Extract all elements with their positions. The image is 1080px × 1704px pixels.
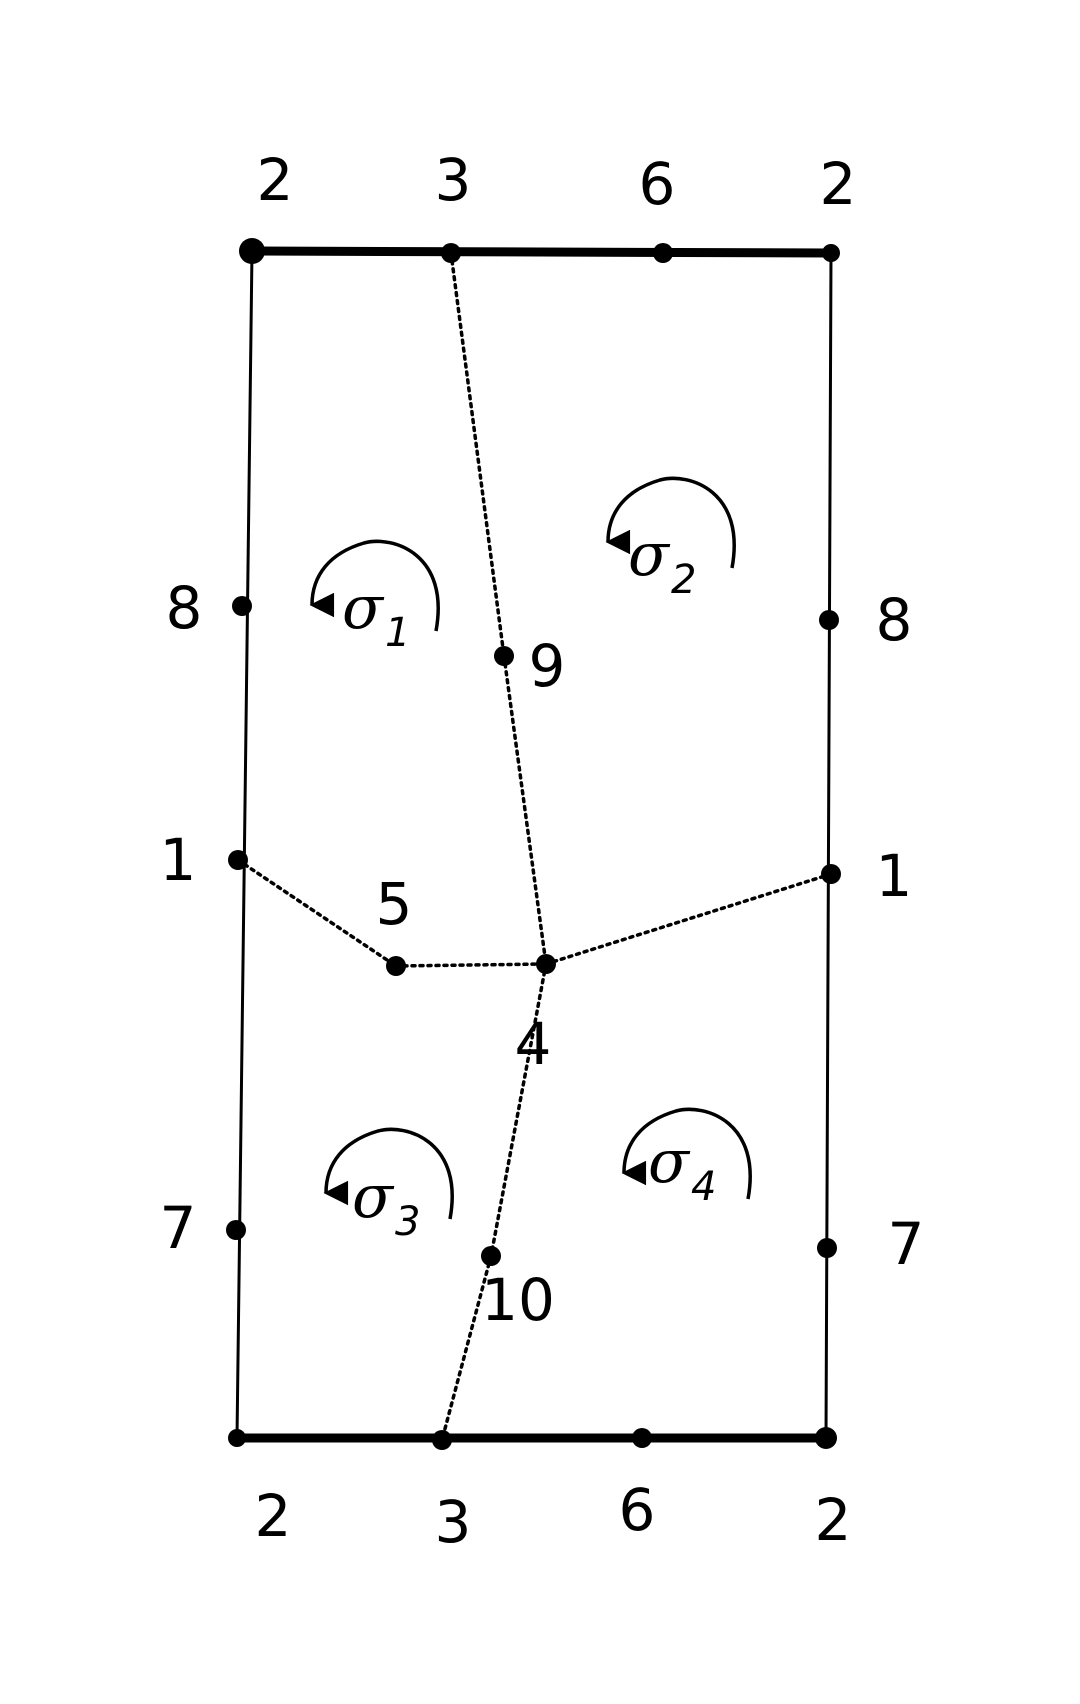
vertex-dot-v8_l — [232, 596, 252, 616]
rotation-subscript: 1 — [385, 610, 410, 656]
vertex-dot-v6_b — [632, 1428, 652, 1448]
vertex-dot-v5 — [386, 956, 406, 976]
edge-v1_l-v5 — [236, 858, 398, 968]
vertex-dot-v7_l — [226, 1220, 246, 1240]
rotation-sigma-1: σ1 — [309, 539, 440, 656]
vertex-label-v2_tr: 2 — [820, 150, 857, 218]
edge-v4-v1_r — [544, 872, 833, 966]
vertex-dot-v2_bl — [228, 1429, 246, 1447]
rotation-arrow-icon — [621, 1107, 752, 1200]
vertex-dot-v3_t — [441, 243, 461, 263]
vertex-dot-v4 — [536, 954, 556, 974]
vertex-dot-v1_l — [228, 850, 248, 870]
vertex-label-v9: 9 — [529, 632, 566, 700]
edge-v10-v3_b — [440, 1254, 493, 1442]
vertex-label-v7_l: 7 — [160, 1194, 197, 1262]
edge-v9-v4 — [502, 654, 548, 966]
vertex-label-v7_r: 7 — [888, 1210, 925, 1278]
rotation-subscript: 3 — [395, 1199, 420, 1245]
rotation-sigma-3: σ3 — [323, 1127, 454, 1245]
edge-v2_tr-v2_br — [824, 251, 833, 1440]
vertex-dot-v6_t — [653, 243, 673, 263]
edge-v4-v10 — [489, 962, 548, 1258]
vertex-label-v1_r: 1 — [876, 842, 913, 910]
vertex-dot-v3_b — [432, 1430, 452, 1450]
vertex-label-v1_l: 1 — [160, 826, 197, 894]
rotation-sigma-4: σ4 — [621, 1107, 752, 1210]
vertex-label-v10: 10 — [481, 1266, 555, 1334]
vertex-label-v3_t: 3 — [435, 146, 472, 214]
rotation-arrow-icon — [309, 539, 440, 632]
vertex-label-v8_l: 8 — [166, 574, 203, 642]
vertex-dot-v7_r — [817, 1238, 837, 1258]
vertex-dot-v2_tr — [822, 244, 840, 262]
vertex-dot-v1_r — [821, 864, 841, 884]
rotation-arrow-icon — [323, 1127, 454, 1220]
vertex-dot-v2_br — [815, 1427, 837, 1449]
rotation-label: σ1 — [342, 573, 410, 656]
rotation-label: σ4 — [648, 1127, 716, 1210]
rotation-arrow-icon — [605, 476, 736, 569]
vertex-dot-v10 — [481, 1246, 501, 1266]
vertex-label-v2_br: 2 — [815, 1486, 852, 1554]
edge-v5-v4 — [394, 962, 548, 968]
edge-v2_tl-v2_bl — [235, 249, 254, 1440]
vertex-label-v2_bl: 2 — [255, 1482, 292, 1550]
rotation-subscript: 4 — [691, 1164, 716, 1210]
edge-v3_t-v9 — [449, 251, 506, 658]
vertex-label-v6_t: 6 — [639, 150, 676, 218]
vertex-dot-v9 — [494, 646, 514, 666]
rotation-label: σ3 — [352, 1162, 420, 1245]
vertices-layer — [226, 238, 841, 1450]
vertex-label-v6_b: 6 — [619, 1476, 656, 1544]
rotation-sigma-2: σ2 — [605, 476, 736, 603]
vertex-dot-v2_tl — [239, 238, 265, 264]
vertex-dot-v8_r — [819, 610, 839, 630]
vertex-label-v3_b: 3 — [435, 1488, 472, 1556]
rotation-label: σ2 — [628, 520, 696, 603]
vertex-labels-layer: 2 3 6 2 8 8 9 1 1 5 4 7 7 10 2 3 6 2 — [160, 146, 925, 1556]
vertex-label-v4: 4 — [515, 1010, 552, 1078]
vertex-label-v5: 5 — [376, 870, 413, 938]
vertex-label-v2_tl: 2 — [257, 146, 294, 214]
edges-layer — [235, 246, 833, 1443]
vertex-label-v8_r: 8 — [876, 586, 913, 654]
edge-v2_tl-v2_tr — [251, 246, 832, 258]
rotation-subscript: 2 — [671, 557, 696, 603]
